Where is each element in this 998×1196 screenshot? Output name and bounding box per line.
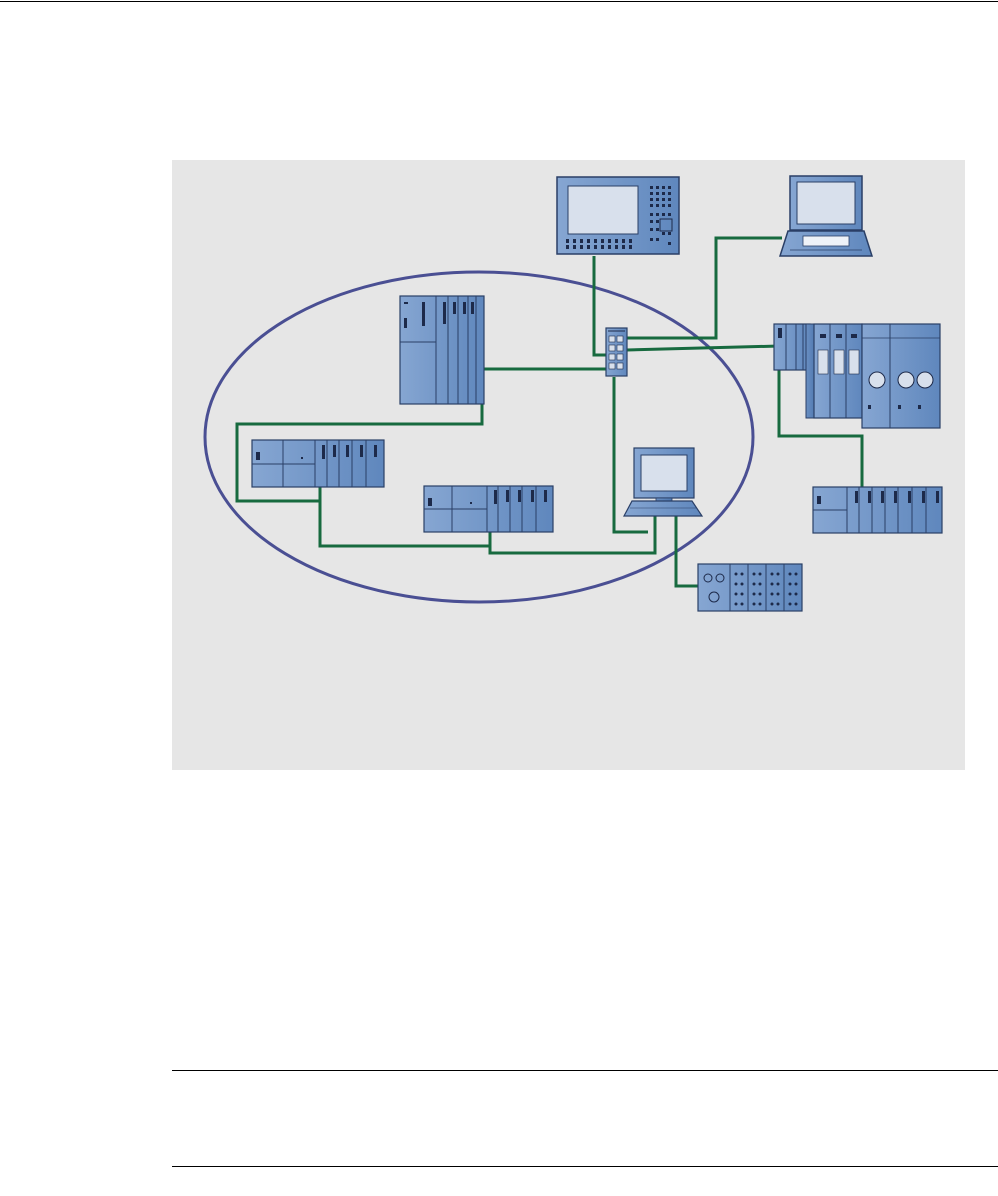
pc-workstation-icon — [624, 448, 702, 516]
cable-hmi-switch — [594, 256, 606, 355]
laptop-icon — [780, 176, 872, 256]
cable-switch-drive — [627, 346, 779, 350]
hmi-panel-icon — [557, 177, 679, 254]
network-cables — [237, 238, 862, 586]
note-bottom-rule — [172, 1166, 998, 1167]
note-top-rule — [172, 1070, 998, 1071]
io-station-icon — [813, 487, 942, 533]
plc-compact-icon — [424, 486, 553, 532]
distributed-io-icon — [698, 564, 802, 611]
network-switch-icon — [606, 328, 627, 376]
plc-rack-icon — [400, 296, 484, 404]
plc-compact-icon — [252, 440, 384, 487]
drive-system-icon — [774, 324, 940, 428]
